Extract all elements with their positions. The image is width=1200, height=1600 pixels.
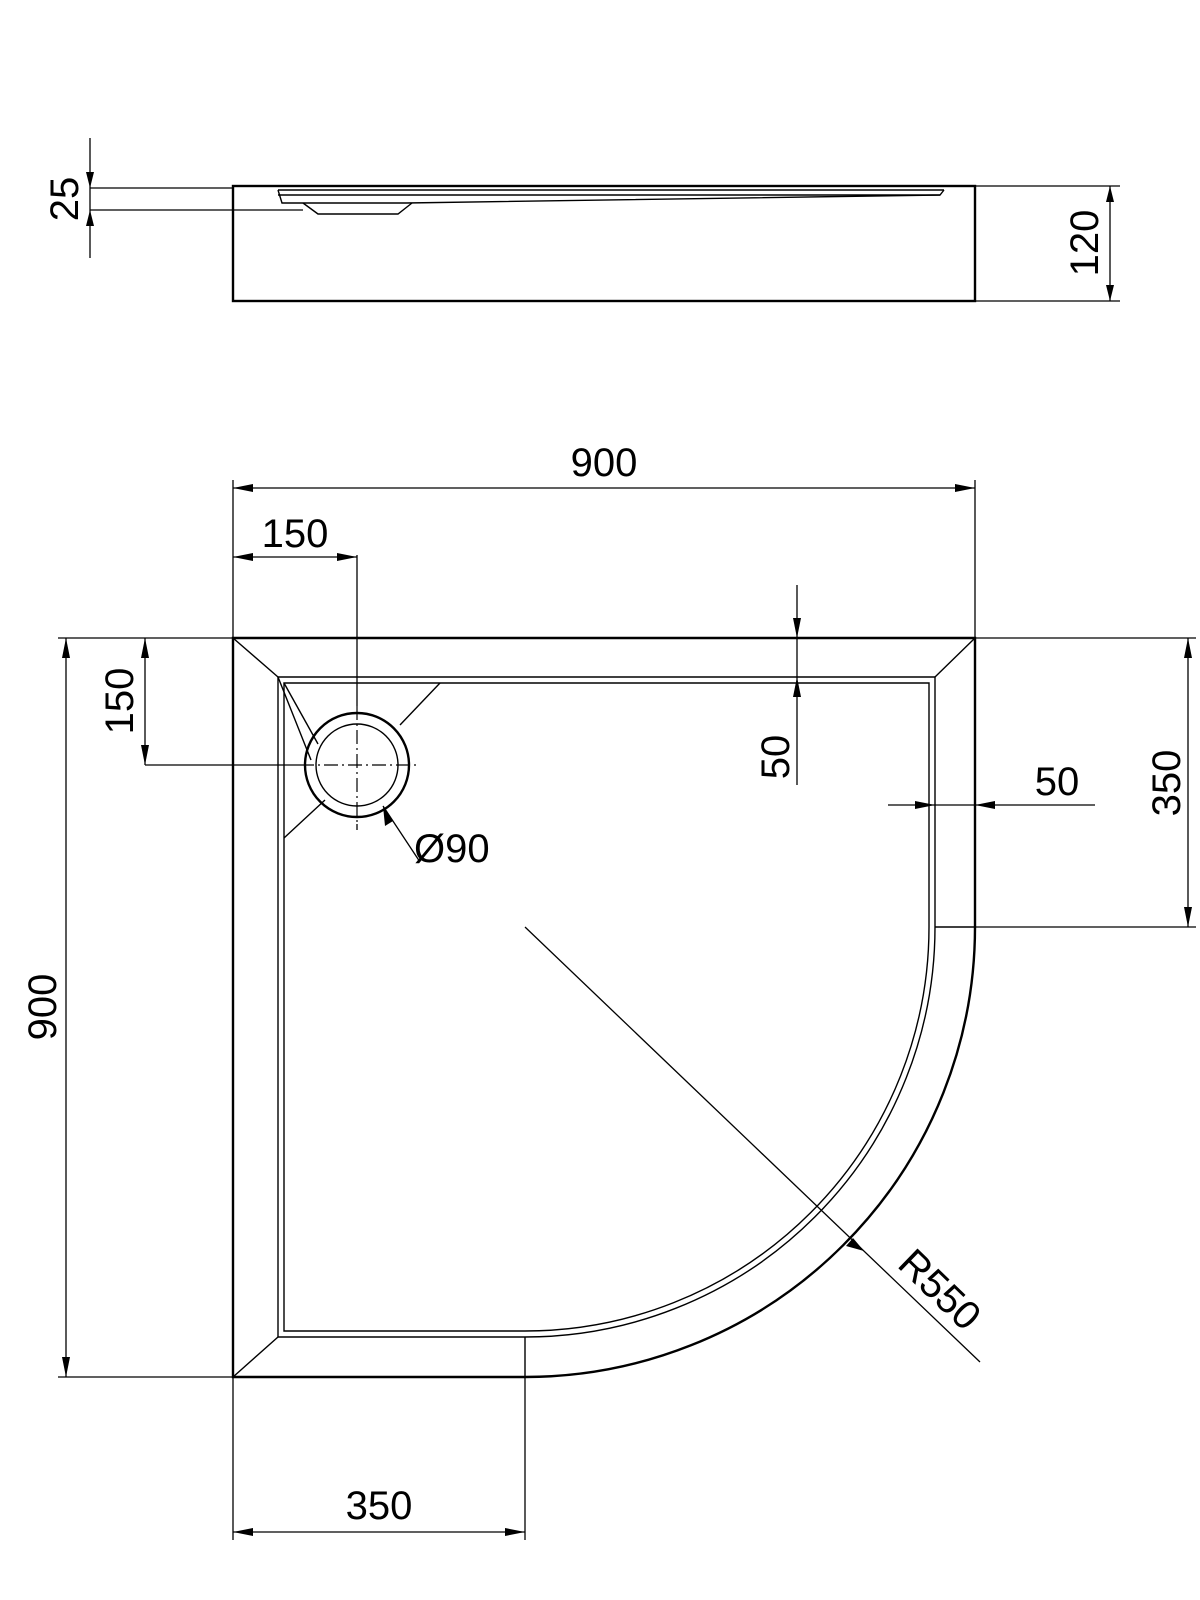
arrow-left: [233, 1528, 253, 1536]
dimension-drain-y-150: 150: [98, 638, 300, 766]
corner-chamfer-top-left: [232, 637, 279, 678]
drain-slope-line: [283, 682, 319, 745]
side-view: 25 120: [43, 138, 1120, 303]
drain-slope-line: [283, 799, 326, 839]
arrow-up: [62, 638, 70, 658]
dimension-width-900: 900: [232, 441, 976, 638]
arrow-up: [793, 677, 801, 697]
dimension-depth-25: 25: [43, 138, 303, 258]
drain: [300, 555, 418, 830]
dimension-label-50-top: 50: [754, 735, 798, 780]
arrow-right: [505, 1528, 525, 1536]
dimension-label-50-side: 50: [1035, 760, 1080, 804]
arrow-down: [793, 618, 801, 638]
arrow-down: [62, 1357, 70, 1377]
dimension-drain-diameter: Ø90: [382, 805, 490, 871]
side-view-tray-surface: [277, 189, 945, 204]
arrow-right: [915, 801, 935, 809]
dimension-straight-side-350: 350: [975, 637, 1196, 928]
arrow-down: [1184, 907, 1192, 927]
tray-basin-outline: [283, 682, 930, 1332]
arrow-down: [86, 172, 94, 188]
dimension-rim-top-50: 50: [754, 585, 801, 785]
dimension-label-350-side: 350: [1145, 750, 1189, 817]
dimension-label-drain-diameter: Ø90: [414, 827, 490, 871]
dimension-label-120: 120: [1063, 210, 1107, 277]
drain-slope-line: [277, 676, 312, 761]
dimension-label-900-length: 900: [21, 974, 65, 1041]
arrow-left: [975, 801, 995, 809]
arrow-down: [141, 745, 149, 765]
dimension-height-120: 120: [975, 185, 1120, 302]
arrow-right: [337, 553, 357, 561]
dimension-drain-x-150: 150: [233, 512, 357, 561]
arrow-left: [233, 484, 253, 492]
corner-chamfer-top-right: [934, 637, 976, 678]
drain-slope-line: [399, 682, 441, 726]
arrow-up: [1184, 638, 1192, 658]
arrow-leader: [846, 1238, 864, 1251]
side-view-drain-recess: [302, 202, 413, 215]
dimension-label-350-bottom: 350: [346, 1484, 413, 1528]
dimension-label-25: 25: [43, 177, 87, 222]
dimension-rim-side-50: 50: [888, 760, 1095, 809]
dimension-label-900-width: 900: [571, 441, 638, 485]
dimension-straight-bottom-350: 350: [232, 1377, 526, 1540]
plan-view: 900 150 900 150: [21, 441, 1196, 1540]
arrow-left: [233, 553, 253, 561]
dimension-label-150-y: 150: [98, 668, 142, 735]
arrow-right: [955, 484, 975, 492]
tray-inner-outline: [277, 676, 936, 1338]
arrow-up: [1106, 186, 1114, 202]
arrow-down: [1106, 285, 1114, 301]
arrow-leader: [383, 806, 393, 826]
corner-chamfer-bottom-left: [232, 1336, 279, 1378]
tray-outer-outline: [231, 636, 977, 1379]
arrow-up: [86, 210, 94, 226]
dimension-label-150-x: 150: [262, 512, 329, 556]
dimension-length-900: 900: [21, 637, 233, 1378]
arrow-up: [141, 638, 149, 658]
side-view-body: [231, 184, 977, 303]
